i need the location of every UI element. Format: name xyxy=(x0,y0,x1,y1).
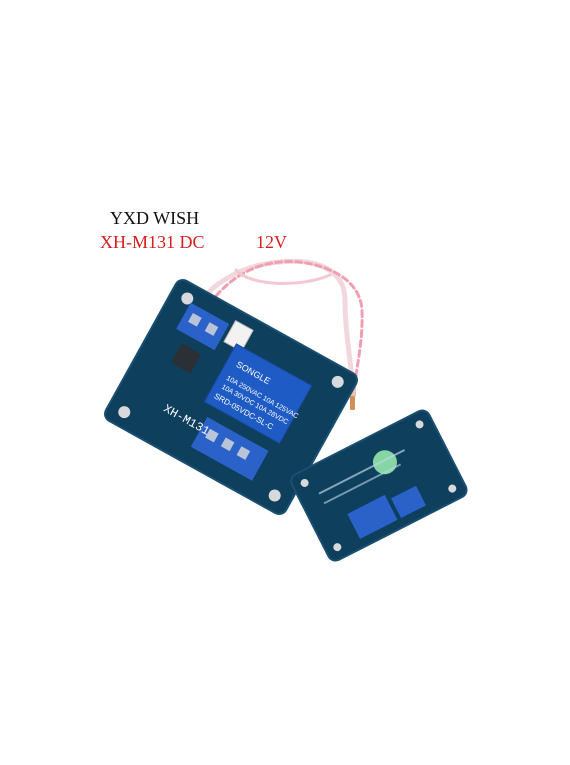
model-caption: XH-M131 DC xyxy=(100,232,205,252)
sensor-cable xyxy=(193,258,364,384)
back-pcb xyxy=(290,409,468,562)
terminal-block-icon xyxy=(176,302,230,351)
voltage-caption: 12V xyxy=(256,232,287,252)
terminal-block-icon xyxy=(190,417,269,481)
brand-caption: YXD WISH xyxy=(110,208,200,228)
relay-icon: SONGLE 10A 250VAC 10A 125VAC 10A 30VDC 1… xyxy=(203,343,313,445)
main-pcb: SONGLE 10A 250VAC 10A 125VAC 10A 30VDC 1… xyxy=(104,278,358,516)
